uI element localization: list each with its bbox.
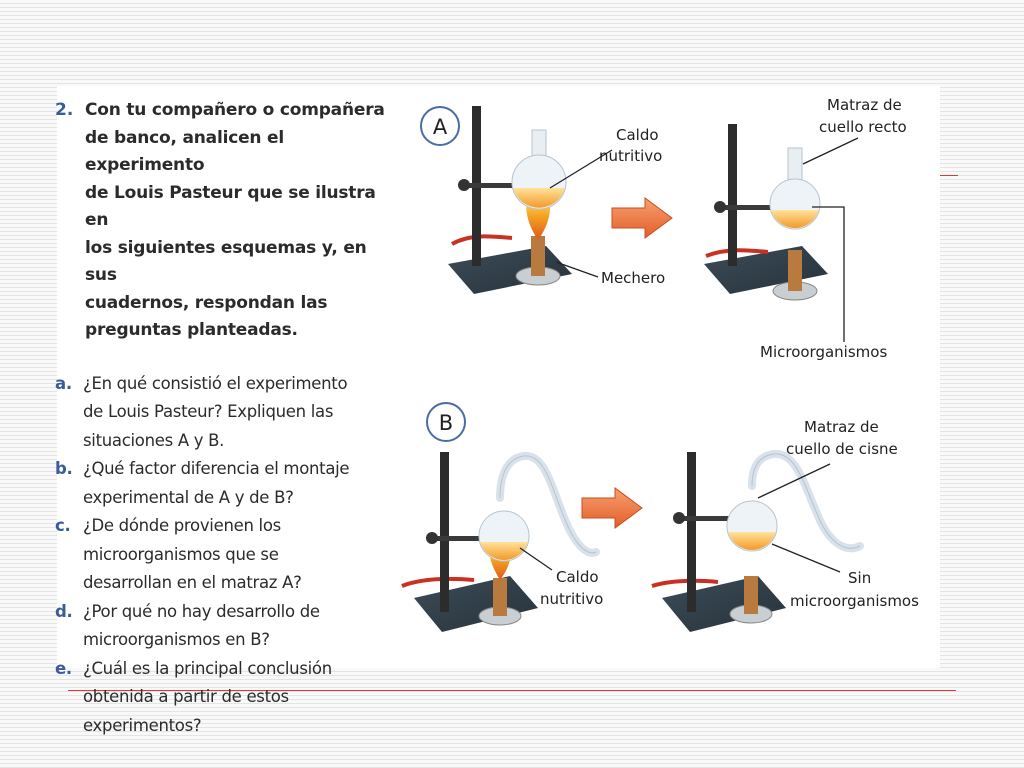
stand-base bbox=[414, 576, 538, 632]
question-item-c: c. ¿De dónde provienen los microorganism… bbox=[55, 512, 400, 598]
stand-clamp bbox=[718, 205, 778, 210]
flask-broth bbox=[480, 542, 528, 560]
item-text: ¿Qué factor diferencia el montaje experi… bbox=[83, 459, 350, 507]
question-item-d: d. ¿Por qué no hay desarrollo de microor… bbox=[55, 598, 400, 655]
no-microbes-leader-line bbox=[771, 543, 841, 573]
panel-a: A Caldo nutritivo Mechero bbox=[420, 96, 907, 361]
item-text: ¿Cuál es la principal conclusión obtenid… bbox=[83, 658, 332, 735]
burner-label: Mechero bbox=[601, 269, 665, 287]
clamp-knob bbox=[714, 201, 726, 213]
gas-hose bbox=[451, 234, 513, 246]
pasteur-experiment-diagram: A Caldo nutritivo Mechero bbox=[401, 96, 919, 632]
slide-divider-right bbox=[940, 175, 958, 176]
gas-hose bbox=[401, 576, 475, 588]
process-arrow-b bbox=[581, 487, 643, 529]
setup-b-swan-neck bbox=[651, 450, 864, 632]
flask-broth bbox=[513, 188, 565, 208]
question-item-e: e. ¿Cuál es la principal conclusión obte… bbox=[55, 655, 400, 741]
microbes-leader-line bbox=[812, 206, 845, 342]
burner-leader-line bbox=[555, 261, 599, 278]
clamp-knob bbox=[673, 512, 685, 524]
setup-a-straight-neck bbox=[704, 124, 828, 301]
broth-b-label-line2: nutritivo bbox=[540, 590, 603, 608]
question-item-b: b. ¿Qué factor diferencia el montaje exp… bbox=[55, 455, 400, 512]
item-text: ¿De dónde provienen los microorganismos … bbox=[83, 516, 302, 592]
flask-broth bbox=[728, 532, 776, 550]
burner-tube bbox=[493, 578, 507, 616]
item-letter: e. bbox=[55, 658, 72, 678]
broth-label-line1: Caldo bbox=[616, 126, 659, 144]
burner-tube bbox=[531, 236, 545, 276]
no-microbes-label-line1: Sin bbox=[848, 569, 871, 587]
clamp-knob bbox=[426, 532, 438, 544]
panel-a-marker-circle bbox=[420, 106, 460, 146]
straight-flask-leader-line bbox=[802, 137, 859, 165]
clamp-knob bbox=[458, 179, 470, 191]
no-microbes-label-line2: microorganismos bbox=[790, 592, 919, 610]
setup-a-heating bbox=[448, 106, 572, 294]
swan-flask-label-line2: cuello de cisne bbox=[786, 440, 898, 458]
panel-a-marker: A bbox=[433, 115, 448, 139]
item-letter: a. bbox=[55, 373, 72, 393]
straight-flask-label-line2: cuello recto bbox=[819, 118, 907, 136]
broth-leader-line bbox=[549, 149, 613, 189]
broth-label-line2: nutritivo bbox=[599, 147, 662, 165]
stand-rod bbox=[687, 452, 696, 612]
gas-hose bbox=[651, 578, 719, 588]
panel-b-marker: B bbox=[439, 411, 453, 435]
burner-tube bbox=[744, 576, 758, 614]
stand-rod bbox=[728, 124, 737, 266]
question-block: 2. Con tu compañero o compañera de banco… bbox=[55, 97, 400, 740]
question-main: 2. Con tu compañero o compañera de banco… bbox=[55, 97, 400, 345]
question-items: a. ¿En qué consistió el experimento de L… bbox=[55, 370, 400, 741]
item-letter: d. bbox=[55, 601, 73, 621]
panel-b-marker-circle bbox=[426, 402, 466, 442]
process-arrow-a bbox=[611, 197, 673, 239]
question-number: 2. bbox=[55, 100, 74, 120]
setup-b-heating bbox=[401, 452, 600, 632]
swan-flask-label-line1: Matraz de bbox=[804, 418, 879, 436]
burner-tube bbox=[788, 250, 802, 291]
broth-b-leader-line bbox=[519, 547, 553, 571]
item-text: ¿En qué consistió el experimento de Loui… bbox=[83, 373, 348, 450]
slide-divider-bottom bbox=[68, 690, 956, 691]
microbes-label: Microorganismos bbox=[760, 343, 887, 361]
broth-b-label-line1: Caldo bbox=[556, 568, 599, 586]
swan-neck-outline bbox=[751, 453, 861, 549]
question-item-a: a. ¿En qué consistió el experimento de L… bbox=[55, 370, 400, 456]
stand-clamp bbox=[462, 183, 527, 188]
panel-b: B Caldo nutritivo bbox=[401, 402, 919, 632]
item-letter: c. bbox=[55, 516, 71, 535]
flask-broth bbox=[771, 210, 819, 229]
item-text: ¿Por qué no hay desarrollo de microorgan… bbox=[83, 601, 320, 650]
item-letter: b. bbox=[55, 459, 73, 478]
stand-rod bbox=[440, 452, 449, 612]
straight-flask-label-line1: Matraz de bbox=[827, 96, 902, 114]
stand-clamp bbox=[430, 536, 492, 541]
question-text: Con tu compañero o compañera de banco, a… bbox=[85, 100, 385, 340]
swan-neck-outline bbox=[499, 455, 597, 554]
swan-flask-leader-line bbox=[757, 463, 831, 499]
stand-base bbox=[662, 576, 786, 632]
stand-clamp bbox=[677, 516, 737, 521]
